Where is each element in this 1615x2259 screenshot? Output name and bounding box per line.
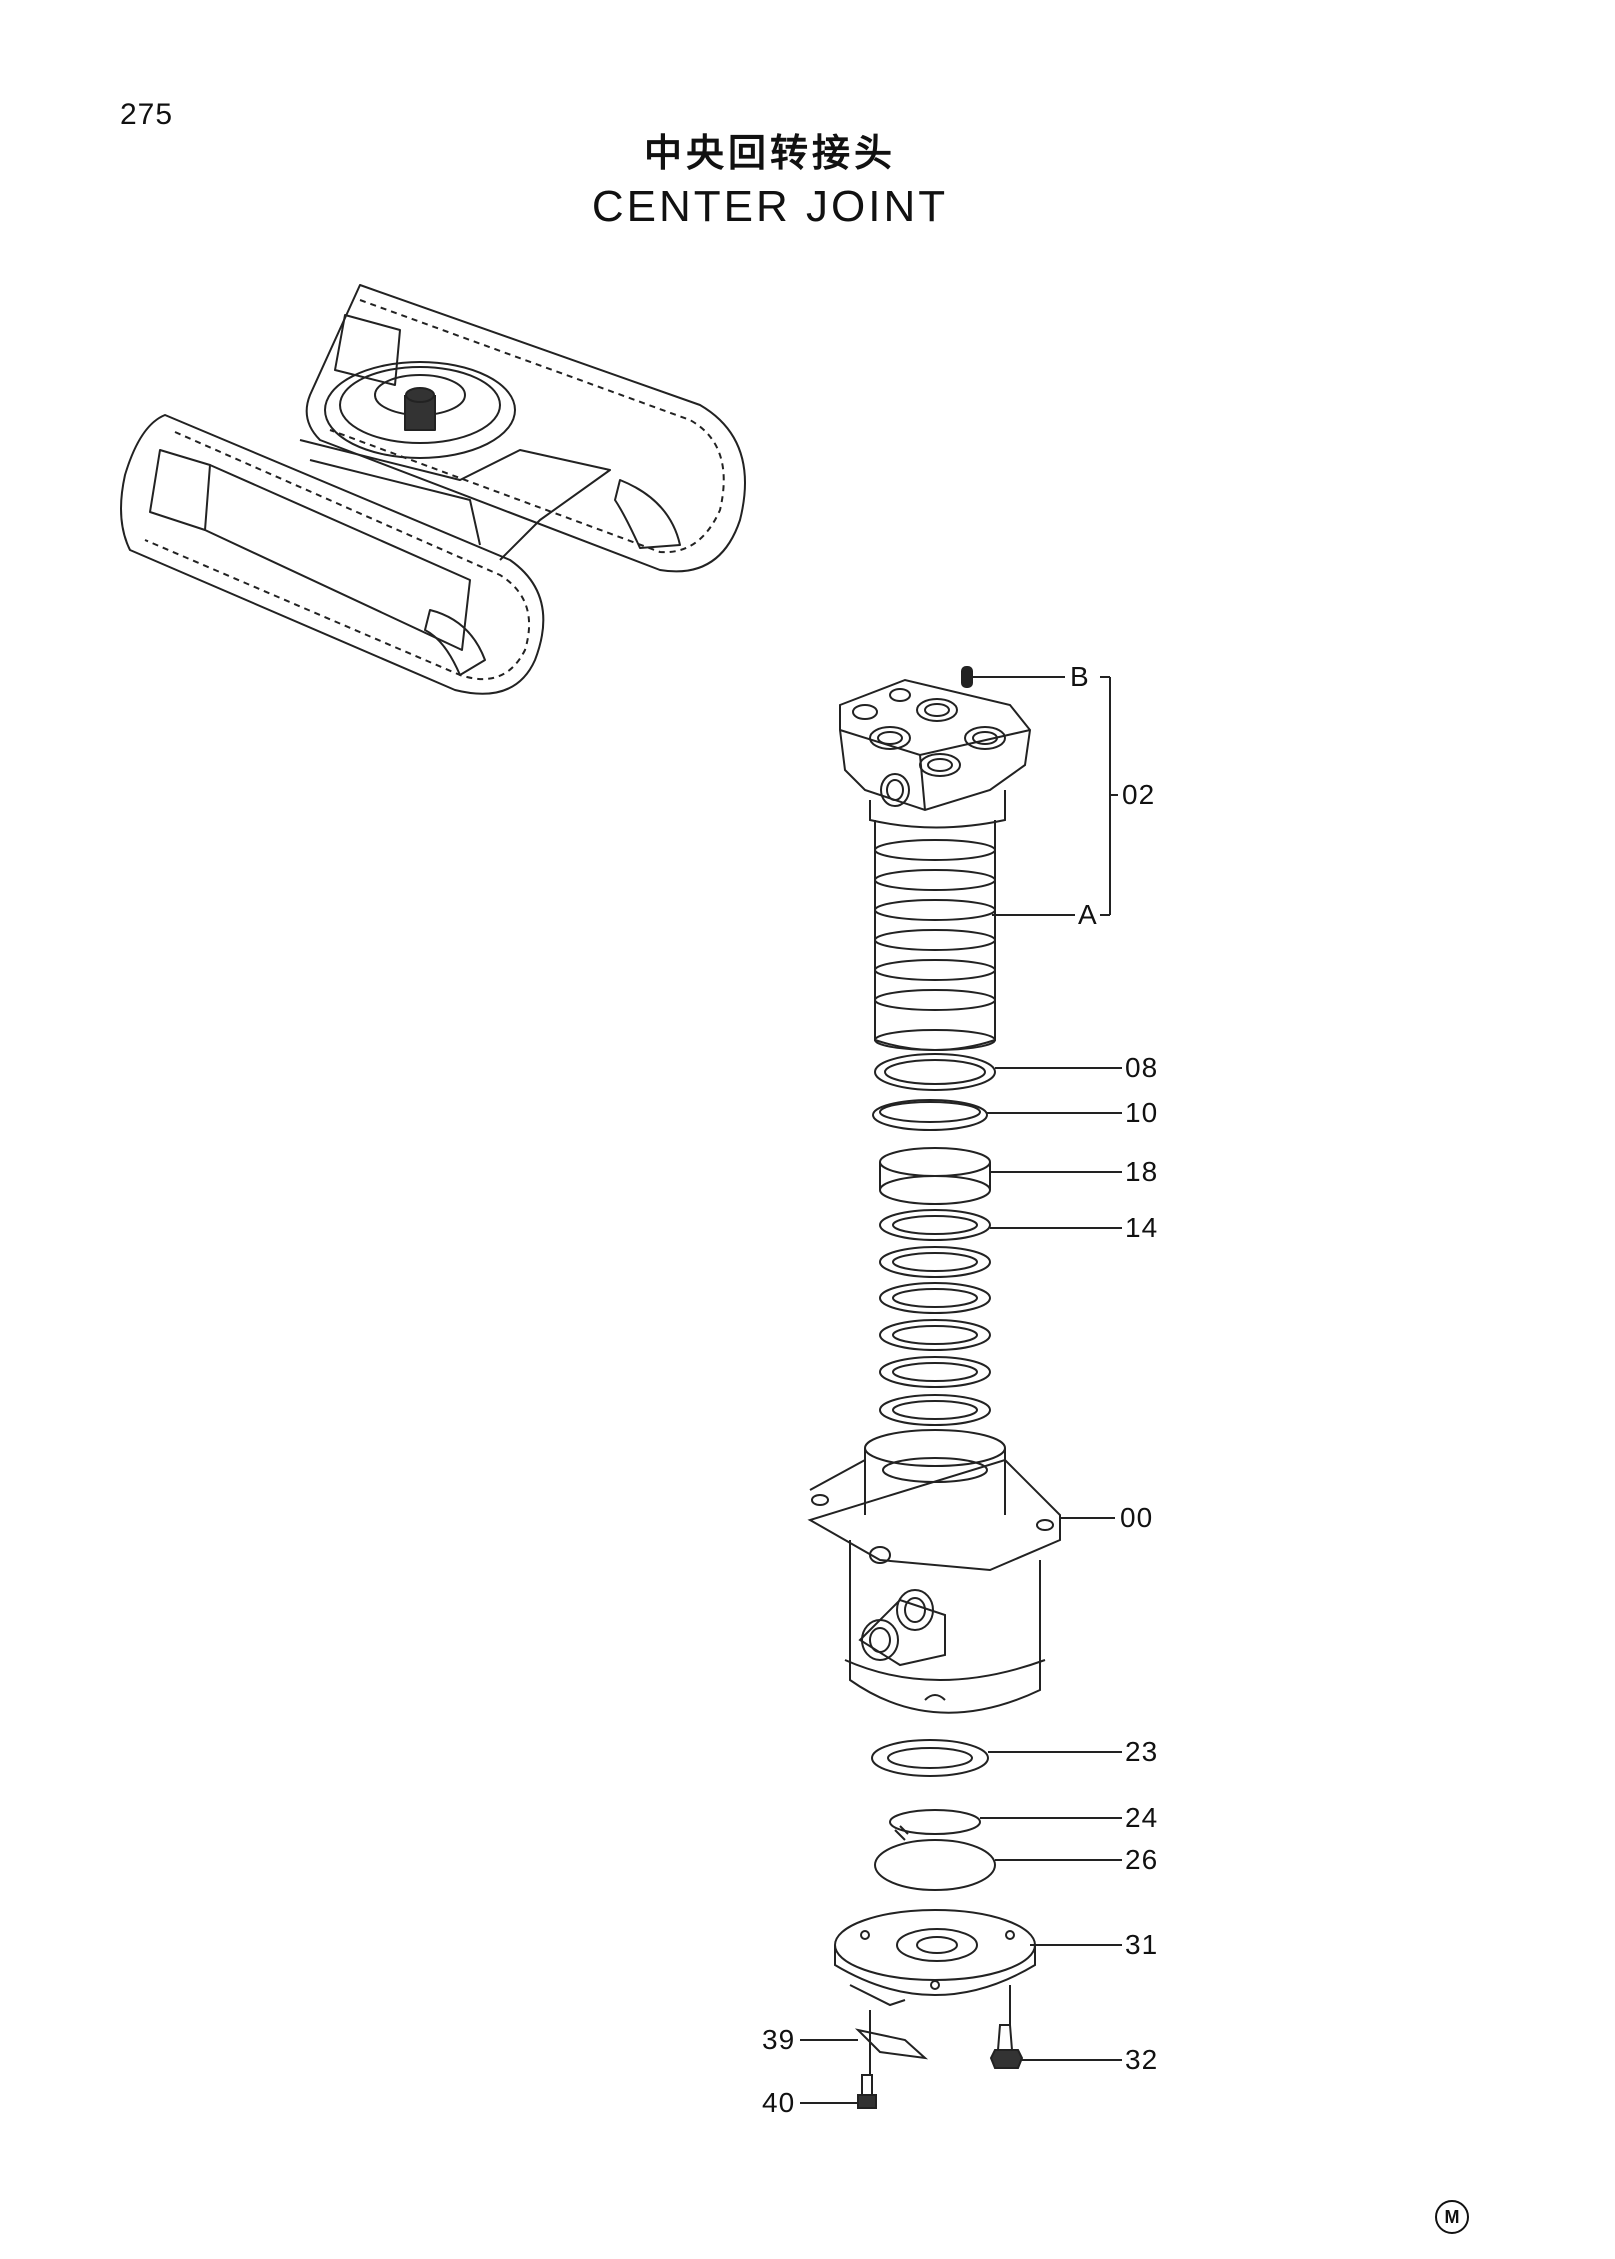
callout-24: 24 [1125,1802,1159,1833]
callout-b: B [1070,661,1090,692]
callout-32: 32 [1125,2044,1159,2075]
callout-39: 39 [762,2024,796,2055]
callout-40: 40 [762,2087,796,2118]
plug-b [961,666,973,688]
callout-02: 02 [1122,779,1156,810]
callout-23: 23 [1125,1736,1159,1767]
callout-a: A [1078,899,1098,930]
callout-14: 14 [1125,1212,1159,1243]
title-english: CENTER JOINT [591,182,949,231]
callout-31: 31 [1125,1929,1159,1960]
callout-00: 00 [1120,1502,1154,1533]
callout-26: 26 [1125,1844,1159,1875]
title-chinese: 中央回转接头 [643,131,896,175]
title-block: 中央回转接头 CENTER JOINT [520,128,1020,236]
catalog-marker: M [1435,2200,1469,2234]
callout-08: 08 [1125,1052,1159,1083]
page-number: 275 [120,98,174,131]
callout-18: 18 [1125,1156,1159,1187]
callout-10: 10 [1125,1097,1159,1128]
